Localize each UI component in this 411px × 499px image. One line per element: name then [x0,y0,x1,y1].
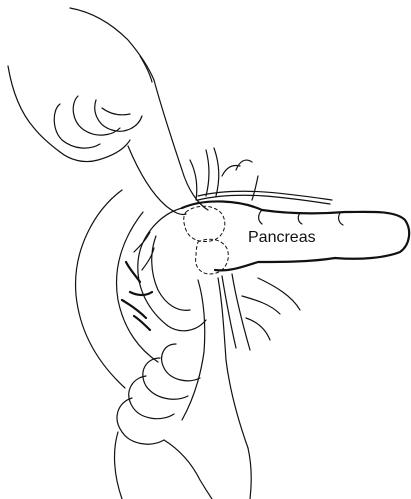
pancreas [138,201,409,330]
upper-hand [8,8,208,215]
lower-hand [115,278,252,499]
duodenum [76,190,158,388]
pancreas-label: Pancreas [248,229,316,246]
splenic-vessels [190,148,332,204]
mesenteric-vessels [222,274,300,350]
head-vessels [122,232,154,330]
